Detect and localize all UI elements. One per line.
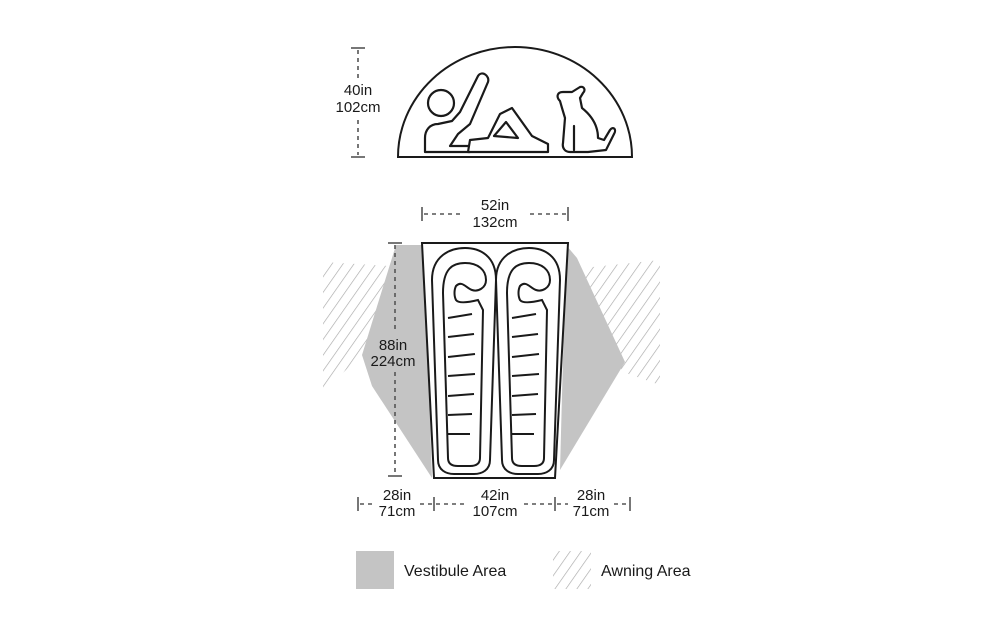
length-in: 88in bbox=[379, 337, 407, 354]
left-vestibule-in: 28in bbox=[383, 487, 411, 504]
side-height-in: 40in bbox=[344, 82, 372, 99]
vestibule-swatch bbox=[356, 551, 394, 589]
top-width-dimension: 52in 132cm bbox=[421, 197, 569, 231]
bottom-width-in: 42in bbox=[481, 487, 509, 504]
length-cm: 224cm bbox=[370, 353, 415, 370]
vestibule-legend-label: Vestibule Area bbox=[404, 563, 506, 580]
bottom-width-cm: 107cm bbox=[472, 503, 517, 520]
right-awning-area bbox=[583, 260, 660, 385]
bottom-dimensions: 28in 71cm 42in 107cm 28in 71cm bbox=[357, 487, 631, 520]
right-vestibule-in: 28in bbox=[577, 487, 605, 504]
awning-swatch bbox=[553, 551, 591, 589]
legend: Vestibule Area Awning Area bbox=[356, 551, 691, 589]
side-height-cm: 102cm bbox=[335, 99, 380, 116]
left-vestibule-cm: 71cm bbox=[379, 503, 416, 520]
side-height-dimension: 40in 102cm bbox=[335, 47, 381, 158]
floor-plan: 52in 132cm 88in 224cm 28in 71cm bbox=[323, 197, 660, 520]
right-vestibule-cm: 71cm bbox=[573, 503, 610, 520]
left-vestibule-area bbox=[362, 245, 432, 478]
top-width-in: 52in bbox=[481, 197, 509, 214]
side-view: 40in 102cm bbox=[335, 46, 634, 158]
sleeping-bag-icon bbox=[494, 246, 562, 475]
top-width-cm: 132cm bbox=[472, 214, 517, 231]
person-reclining-icon bbox=[423, 72, 550, 154]
dog-sitting-icon bbox=[556, 85, 617, 154]
right-vestibule-area bbox=[560, 245, 625, 470]
sleeping-bag-icon bbox=[430, 246, 498, 475]
awning-legend-label: Awning Area bbox=[601, 563, 691, 580]
length-dimension: 88in 224cm bbox=[370, 242, 416, 477]
tent-dome-outline bbox=[396, 46, 634, 158]
